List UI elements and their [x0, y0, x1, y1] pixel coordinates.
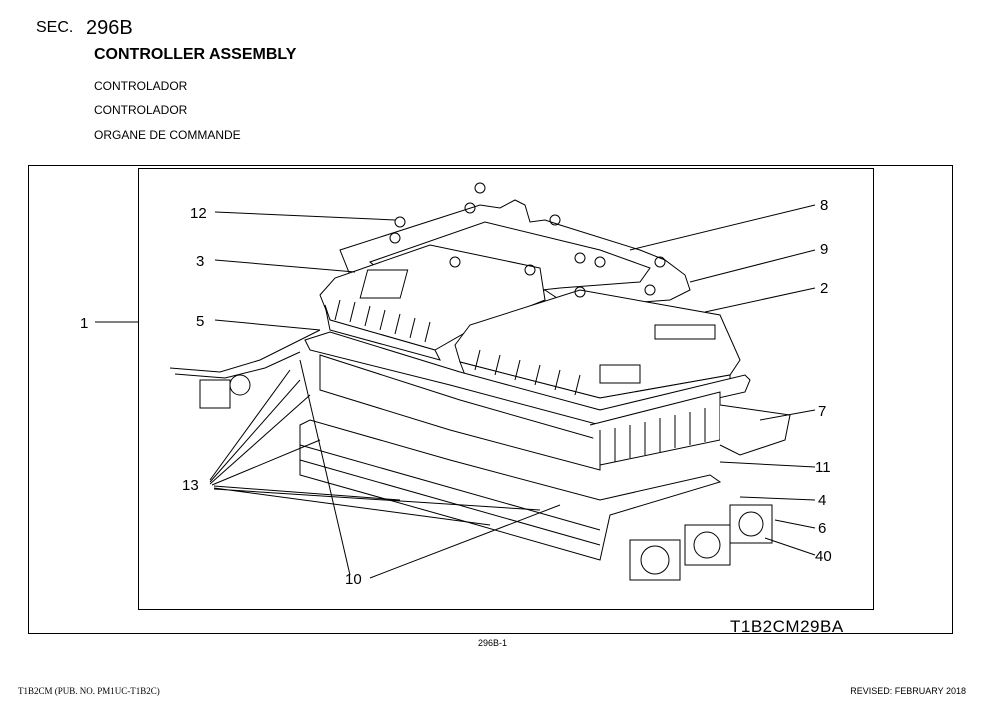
right-controller-part: [454, 289, 741, 411]
page-number: 296B-1: [478, 638, 508, 648]
subtitle-portuguese: CONTROLADOR: [94, 103, 188, 117]
section-number: 296B: [86, 17, 133, 39]
callout-11: 11: [815, 459, 831, 476]
bolts-part: [389, 182, 666, 298]
section-label: SEC.: [36, 19, 74, 36]
callout-13: 13: [182, 477, 199, 494]
leader-lines: [95, 204, 816, 579]
drawing-code: T1B2CM29BA: [730, 617, 844, 636]
drawing-frame: [28, 165, 953, 634]
callout-4: 4: [818, 492, 826, 509]
callout-12: 12: [190, 205, 207, 222]
fans-part: [629, 504, 773, 581]
callout-10: 10: [345, 571, 362, 588]
footer-publication: T1B2CM (PUB. NO. PM1UC-T1B2C): [18, 686, 160, 696]
callout-9: 9: [820, 241, 828, 258]
left-controller-part: [319, 244, 546, 361]
callout-5: 5: [196, 313, 204, 330]
callout-8: 8: [820, 197, 828, 214]
callout-7: 7: [818, 403, 826, 420]
callout-2: 2: [820, 280, 828, 297]
base-plate-part: [304, 331, 791, 471]
callout-40: 40: [815, 548, 832, 565]
page-title: CONTROLLER ASSEMBLY: [94, 46, 297, 63]
lower-tray-part: [299, 419, 722, 561]
subtitle-spanish: CONTROLADOR: [94, 79, 188, 93]
subtitle-french: ORGANE DE COMMANDE: [94, 128, 241, 142]
wire-harness-part: [169, 329, 321, 409]
callout-3: 3: [196, 253, 204, 270]
callout-1: 1: [80, 315, 88, 332]
drawing-inner-frame: [138, 168, 874, 610]
callout-6: 6: [818, 520, 826, 537]
footer-revised: REVISED: FEBRUARY 2018: [850, 686, 966, 696]
